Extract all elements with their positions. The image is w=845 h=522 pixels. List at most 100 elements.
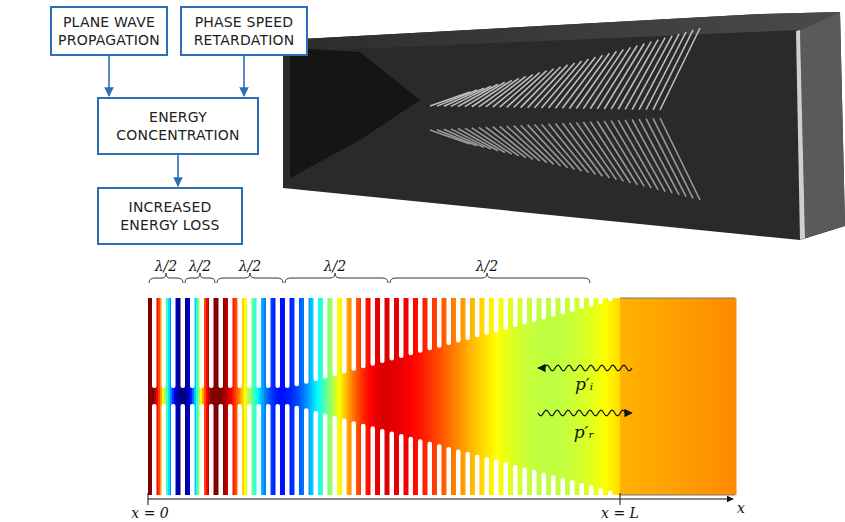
slit [523,294,528,325]
slit [209,294,214,388]
wavelength-label: λ/2 [189,259,212,273]
duct-wall [620,495,735,496]
wavelength-label: λ/2 [476,259,499,273]
slit [247,294,252,388]
slit [333,294,338,376]
slit [304,294,309,384]
duct-inner [290,48,420,178]
duct-end [800,12,845,238]
pressure-field [148,298,737,495]
slit [418,439,423,499]
slit [447,447,452,499]
slit [608,294,613,301]
slit [428,442,433,499]
slit [390,294,395,361]
slit [371,426,376,499]
slit [380,294,385,363]
slit [466,452,471,499]
slit [257,404,262,499]
slit [314,294,319,381]
process-box: PHASE SPEED RETARDATION [180,6,308,56]
slit [580,294,585,309]
duct-edge [796,30,805,240]
slit [266,404,271,499]
slit [542,294,547,319]
axis-label: x = 0 [131,506,168,520]
slit [599,294,604,304]
slit [532,470,537,499]
slit [466,294,471,340]
slit [257,294,262,388]
flow-arrow [108,56,110,96]
slit [399,294,404,358]
ground [140,495,740,498]
slit [513,465,518,499]
slit [475,455,480,499]
brackets [149,273,590,283]
process-box: INCREASED ENERGY LOSS [97,187,243,245]
slit [219,294,224,388]
slit [333,416,338,499]
slit [228,404,233,499]
slit [342,419,347,499]
slit [418,294,423,353]
incident-pressure-label: p′ᵢ [575,376,593,393]
slit [228,294,233,388]
slit [171,404,176,499]
slit [456,449,461,499]
reflected-wave-arrow [538,410,632,416]
slit [219,404,224,499]
fin [653,118,693,198]
slit [352,421,357,499]
reflected-pressure-label: p′ᵣ [574,424,595,441]
incident-wave-arrow [538,365,632,371]
duct-wall [620,298,735,299]
x-axis [148,499,733,500]
slit [295,406,300,499]
slit [200,404,205,499]
slit [238,404,243,499]
slit [437,294,442,348]
slit [181,294,186,388]
slit [276,404,281,499]
slit [314,411,319,499]
slit [409,294,414,355]
slit [437,444,442,499]
slit [494,460,499,499]
slit [352,294,357,371]
duct-top [283,12,840,50]
slit [409,437,414,499]
flow-arrow [243,56,245,96]
slit [171,294,176,388]
process-box: ENERGY CONCENTRATION [97,97,259,155]
slit [152,294,157,388]
slit [200,294,205,388]
box-text: PLANE WAVE PROPAGATION [58,13,160,49]
slit [485,457,490,499]
slit [523,467,528,499]
fin [653,30,693,110]
slit [323,413,328,499]
duct-body [283,12,845,240]
slit [361,424,366,499]
slit [162,404,167,499]
fins [430,28,700,200]
slit [428,294,433,350]
slit [551,294,556,317]
box-text: PHASE SPEED RETARDATION [188,13,300,49]
slit [209,404,214,499]
slit [456,294,461,343]
slit [475,294,480,337]
axis-label: x [737,501,745,515]
slit [190,404,195,499]
process-box: PLANE WAVE PROPAGATION [50,6,168,56]
slit [285,294,290,388]
slit [361,294,366,368]
slit [285,404,290,499]
wavelength-label: λ/2 [239,259,262,273]
3d-metamaterial-duct [283,12,845,240]
slit [504,462,509,499]
slit [589,294,594,306]
